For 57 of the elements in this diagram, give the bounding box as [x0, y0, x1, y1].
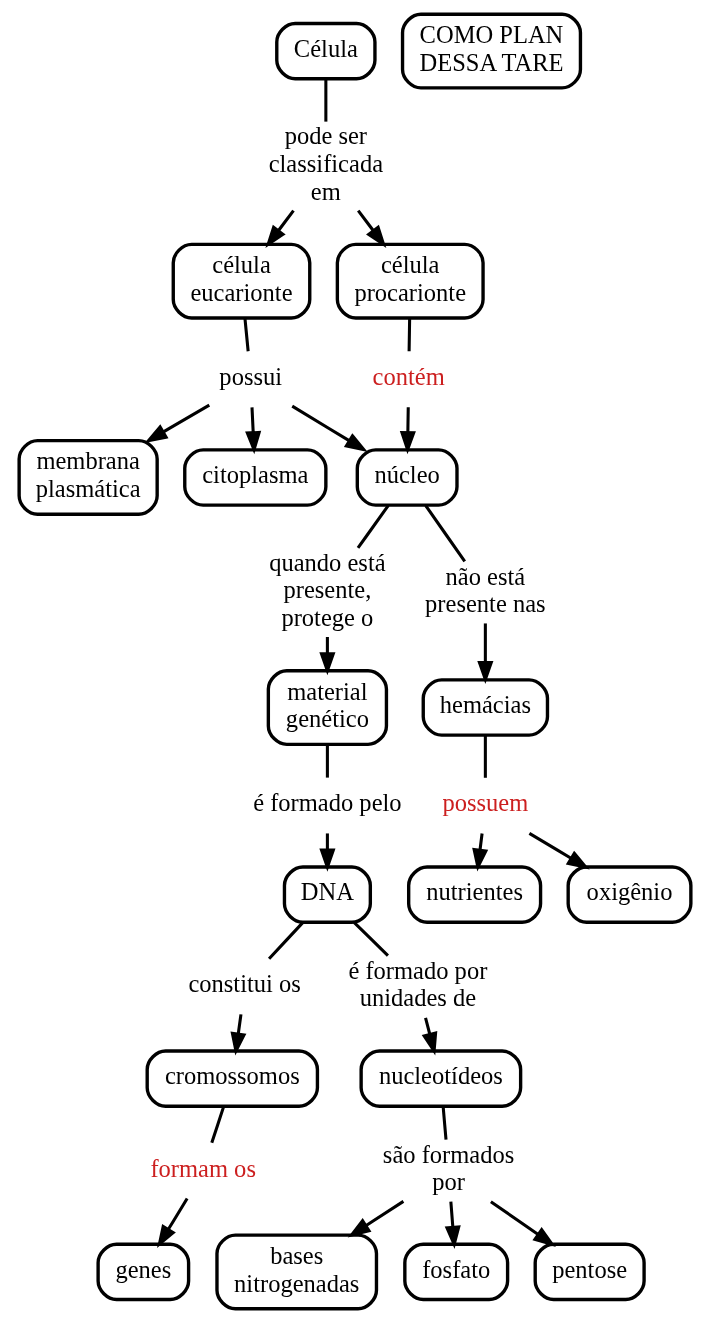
node-text: contém [372, 363, 445, 391]
arrow [528, 832, 590, 870]
node-box: fosfato [403, 1242, 510, 1302]
node-box: membrana plasmática [17, 438, 159, 516]
node-box: citoplasma [183, 448, 328, 507]
node-box: hemácias [421, 678, 550, 737]
node-box: material genético [266, 669, 389, 746]
node-text: quando está presente, protege o [269, 548, 386, 631]
connector [324, 79, 328, 122]
arrow [319, 637, 336, 676]
arrow [421, 1017, 438, 1056]
arrow [477, 623, 494, 685]
node-text: não está presente nas [425, 562, 546, 618]
node-box: DNA [282, 865, 373, 924]
arrow [319, 833, 336, 872]
connector [325, 744, 329, 778]
node-box: nutrientes [407, 865, 543, 924]
arrow [245, 407, 262, 455]
node-text: possuem [442, 789, 529, 817]
node-box: célula eucarionte [171, 242, 312, 320]
node-text: constitui os [188, 970, 301, 998]
connector [483, 735, 487, 778]
node-box: pentose [533, 1242, 646, 1302]
node-text: possui [219, 363, 283, 391]
connector [441, 1106, 448, 1140]
node-box: Célula [275, 21, 377, 81]
node-box: célula procarionte [335, 242, 485, 320]
arrow [291, 404, 368, 452]
node-box: bases nitrogenadas [215, 1233, 379, 1311]
arrow [157, 1197, 189, 1248]
node-text: são formados por [382, 1140, 515, 1196]
connector [407, 318, 412, 352]
node-text: é formado pelo [253, 789, 402, 817]
arrow [399, 407, 416, 455]
connector [424, 504, 466, 563]
arrow [490, 1200, 556, 1247]
arrow [347, 1200, 405, 1238]
arrow [357, 209, 387, 248]
node-box: núcleo [355, 448, 459, 507]
node-box: COMO PLAN DESSA TARE [400, 12, 583, 90]
arrow [144, 403, 211, 443]
node-text: pode ser classificada em [268, 122, 384, 205]
node-box: cromossomos [145, 1049, 320, 1108]
connector [267, 921, 305, 960]
connector [243, 317, 250, 352]
node-box: genes [96, 1242, 191, 1302]
node-box: oxigênio [566, 865, 693, 924]
node-text: é formado por unidades de [348, 956, 488, 1012]
connector [210, 1105, 226, 1144]
node-box: nucleotídeos [359, 1049, 523, 1108]
arrow [472, 833, 489, 872]
connector [352, 921, 389, 957]
arrow [444, 1201, 461, 1249]
node-text: formam os [150, 1154, 256, 1182]
arrow [265, 209, 295, 248]
connector [356, 504, 390, 549]
arrow [230, 1014, 247, 1056]
